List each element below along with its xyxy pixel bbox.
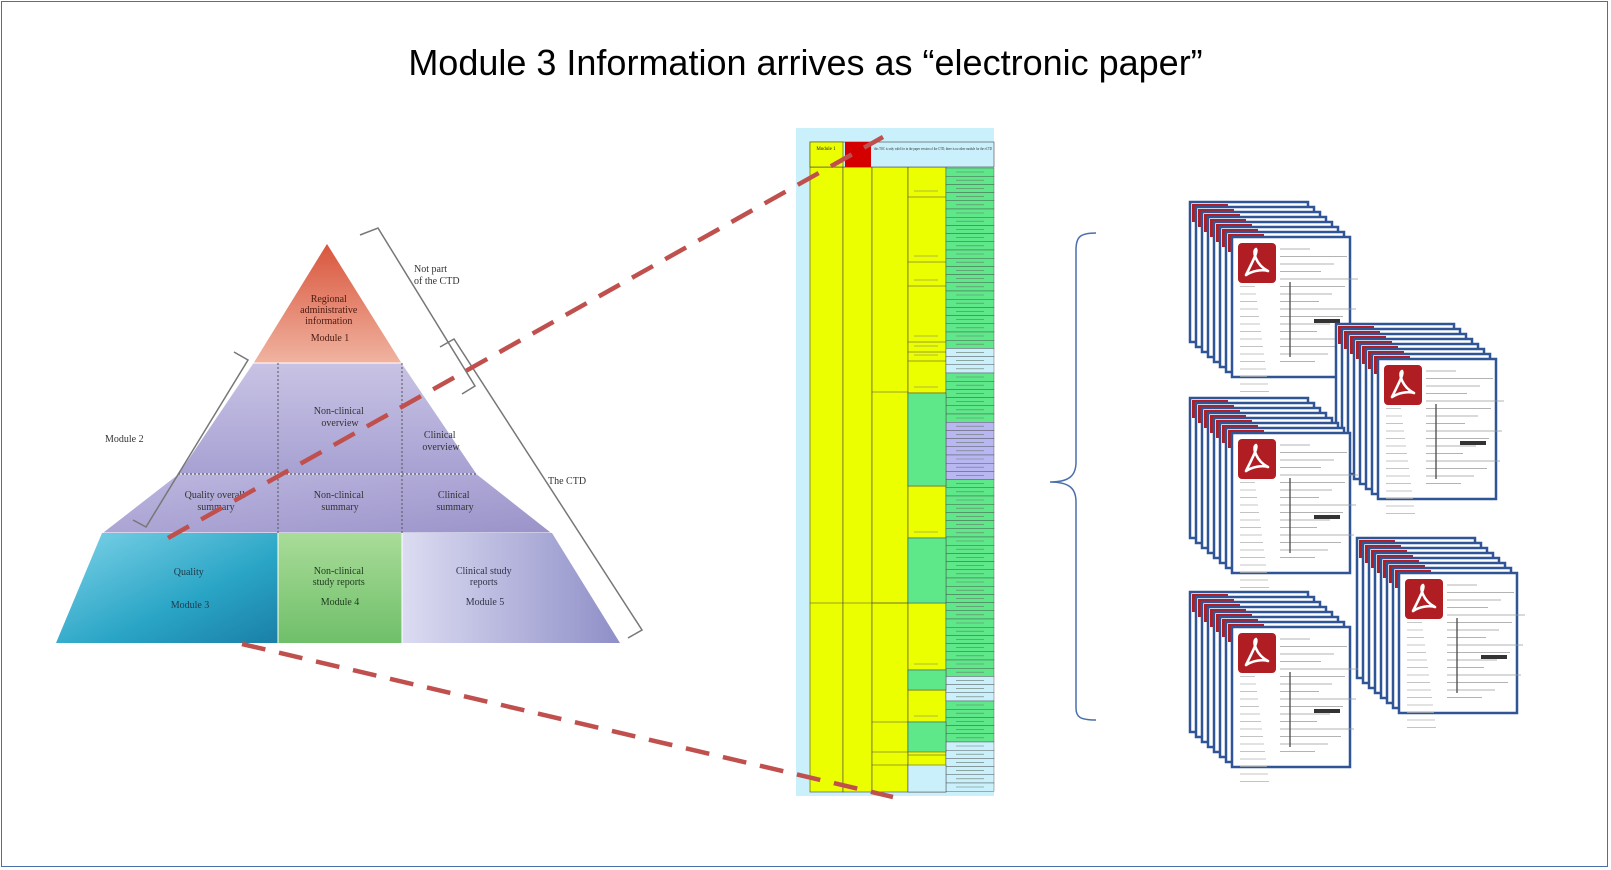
pdf-icon: [1405, 579, 1443, 619]
toc-group-cell: [907, 721, 947, 753]
toc-group-cell: [907, 764, 947, 793]
pdf-icon: [1384, 365, 1422, 405]
toc-header-label: Module 1: [816, 147, 836, 152]
label-module1: Regional administrative information Modu…: [300, 294, 360, 344]
pdf-icon-glyph: [1411, 583, 1437, 613]
pdf-icon-glyph: [1244, 443, 1270, 473]
pdf-icon: [1238, 439, 1276, 479]
toc-cells: [872, 167, 995, 793]
bracket-ctd: [439, 337, 644, 639]
pdf-stack: [1188, 396, 1358, 588]
pdf-page-bar: [1314, 319, 1340, 323]
label-quality: Quality Module 3: [171, 567, 210, 611]
pdf-icon-glyph: [1244, 247, 1270, 277]
curly-brace: [1049, 232, 1097, 721]
label-nonclinical-overview: Non-clinical overview: [314, 406, 366, 429]
toc-col-section: [842, 166, 873, 793]
toc-group-cell: [907, 669, 947, 691]
pdf-page-bar: [1460, 441, 1486, 445]
toc-group-cell: [907, 392, 947, 487]
label-not-part: Not part of the CTD: [414, 264, 460, 287]
toc-col-subsection: [871, 166, 909, 793]
pyramid-quality-block: [56, 533, 278, 643]
pyramid-clinical-block: [402, 533, 620, 643]
toc-col-module: [809, 166, 844, 793]
pdf-stack: [1188, 590, 1358, 782]
pdf-stack: [1188, 200, 1358, 392]
pdf-document-stacks: [1188, 200, 1525, 782]
label-clinical-summary: Clinical summary: [436, 490, 473, 513]
pdf-page-bar: [1314, 709, 1340, 713]
label-nonclinical-reports: Non-clinical study reports Module 4: [313, 566, 367, 608]
connector-bottom: [241, 641, 894, 800]
pyramid-nonclinical-block: [278, 533, 402, 643]
pdf-page-bar: [1481, 655, 1507, 659]
slide-title: Module 3 Information arrives as “electro…: [408, 42, 1203, 83]
pdf-icon: [1238, 633, 1276, 673]
pdf-icon-glyph: [1244, 637, 1270, 667]
label-clinical-overview: Clinical overview: [422, 430, 460, 453]
connector-top: [166, 135, 885, 540]
pdf-stack: [1334, 322, 1504, 514]
module3-toc-table: Module 1 this TOC is only valid for in t…: [796, 128, 995, 796]
label-clinical-reports: Clinical study reports Module 5: [456, 566, 514, 608]
ctd-pyramid: Not part of the CTD Module 2 The CTD Reg…: [56, 227, 644, 643]
bracket-module2: [132, 351, 250, 528]
pdf-stack: [1355, 536, 1525, 728]
label-quality-summary: Quality overall summary: [185, 490, 248, 513]
bracket-not-part: [359, 227, 477, 395]
zoom-connectors: [166, 135, 894, 800]
label-module2: Module 2: [105, 434, 144, 445]
pdf-page-bar: [1314, 515, 1340, 519]
label-the-ctd: The CTD: [548, 476, 586, 487]
pdf-icon-glyph: [1390, 369, 1416, 399]
label-nonclinical-summary: Non-clinical summary: [314, 490, 366, 513]
toc-description: this TOC is only valid for in the paper …: [874, 146, 992, 151]
pdf-icon: [1238, 243, 1276, 283]
toc-group-cell: [907, 537, 947, 604]
